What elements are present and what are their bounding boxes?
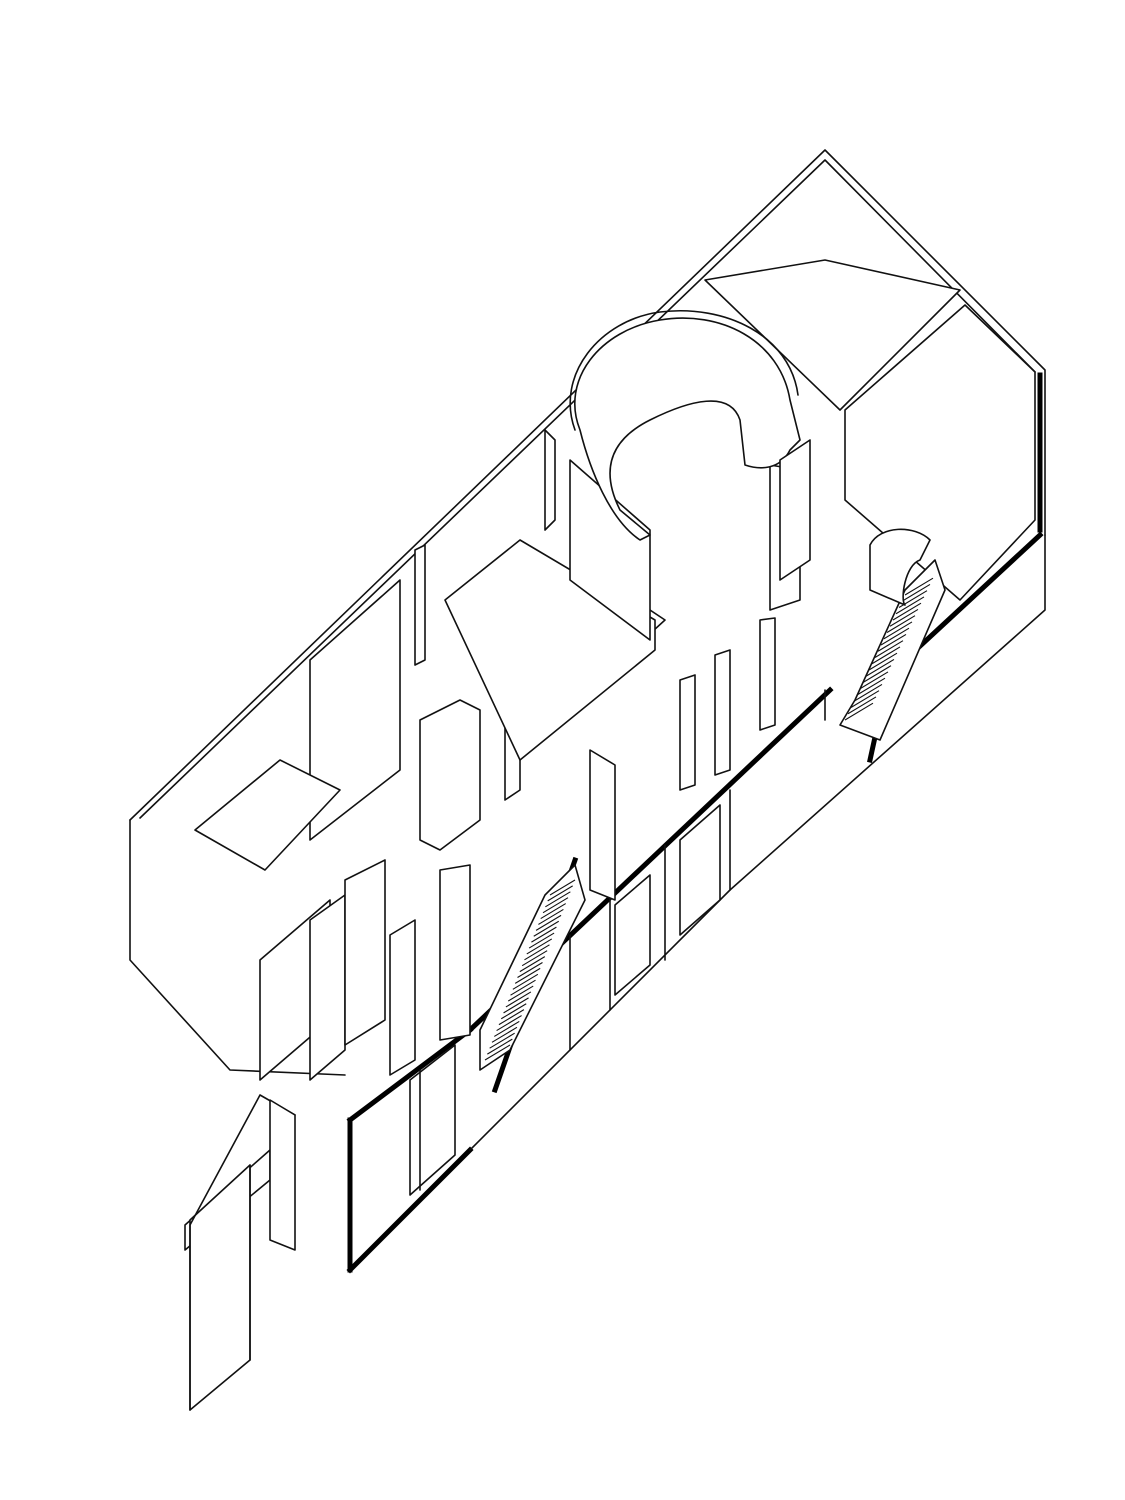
stair-tread — [510, 979, 536, 996]
stair-tread — [533, 920, 560, 937]
stair-tread — [880, 627, 910, 646]
stair-tread — [487, 1038, 513, 1055]
stair-tread — [505, 991, 532, 1008]
stair-tread — [512, 973, 539, 990]
stair-tread — [538, 908, 564, 925]
stair-tread — [847, 696, 877, 715]
stair-tread — [503, 997, 529, 1014]
stair-tread — [507, 985, 534, 1002]
stair-tread — [883, 621, 913, 640]
stair-tread — [904, 577, 934, 596]
stair-tread — [517, 962, 543, 978]
stair-tread — [853, 683, 883, 702]
stair-tread — [489, 1032, 515, 1049]
stair-tread — [500, 1003, 527, 1020]
staircase-lower — [479, 864, 586, 1071]
stair-tread — [892, 602, 922, 621]
stair-tread — [535, 914, 562, 931]
partition-walls — [184, 259, 1036, 1411]
stair-tread — [877, 633, 907, 652]
stair-tread — [859, 671, 889, 690]
stair-tread — [874, 640, 904, 658]
stair-tread — [901, 583, 931, 602]
stair-tread — [542, 897, 569, 914]
stair-tread — [521, 950, 548, 967]
stair-tread — [844, 702, 874, 721]
outer-envelope — [129, 149, 1046, 1076]
stair-tread — [484, 1044, 511, 1061]
stair-tread — [856, 677, 886, 696]
stair-tread — [526, 938, 553, 955]
rotunda — [569, 310, 811, 581]
stair-tread — [524, 944, 550, 961]
stair-tread — [895, 596, 925, 615]
stair-tread — [494, 1020, 520, 1037]
stair-tread — [850, 690, 880, 708]
stair-tread — [868, 652, 898, 671]
stair-tread — [540, 903, 566, 920]
lower-level-bays — [409, 689, 826, 1196]
stair-tread — [519, 956, 546, 973]
stair-tread — [871, 646, 901, 665]
staircase-upper — [839, 528, 946, 741]
stair-tread — [865, 658, 895, 677]
stair-tread — [531, 926, 557, 943]
stair-tread — [545, 891, 571, 908]
stair-tread — [528, 932, 555, 949]
stair-tread — [496, 1015, 522, 1032]
stair-tread — [547, 885, 573, 902]
stair-tread — [491, 1026, 518, 1043]
stair-tread — [886, 615, 916, 633]
stair-tread — [549, 879, 576, 896]
stair-tread — [514, 967, 541, 984]
stair-tread — [862, 665, 892, 683]
stair-tread — [889, 608, 919, 627]
stair-tread — [498, 1009, 525, 1026]
